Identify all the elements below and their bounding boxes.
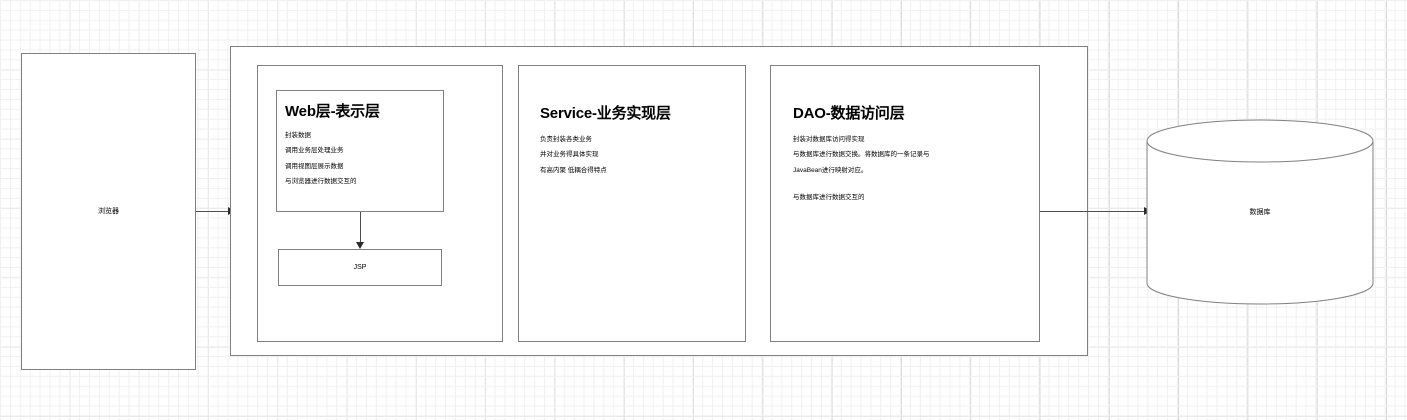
database-cylinder[interactable]: 数据库 — [1146, 119, 1374, 305]
browser-box[interactable]: 浏览器 — [21, 53, 196, 370]
dao-layer-heading: DAO-数据访问层 — [793, 105, 905, 122]
service-layer-line-1: 负责封装各类业务 — [540, 136, 592, 143]
dao-layer-content: DAO-数据访问层 封装对数据库访问得实现 与数据库进行数据交换。将数据库的一条… — [793, 102, 1021, 210]
dao-layer-line-3: JavaBean进行映射对应。 — [793, 166, 868, 174]
web-layer-line-1: 封装数据 — [285, 132, 311, 139]
web-layer-heading: Web层-表示层 — [285, 103, 380, 120]
service-layer-line-3: 有高内聚 低耦合得特点 — [540, 166, 607, 174]
service-layer-heading: Service-业务实现层 — [540, 105, 671, 122]
jsp-label: JSP — [353, 264, 367, 271]
jsp-box[interactable]: JSP — [278, 249, 442, 286]
connector-line — [360, 212, 361, 244]
browser-label: 浏览器 — [98, 207, 119, 215]
service-layer-content: Service-业务实现层 负责封装各类业务 并对业务得具体实现 有高内聚 低耦… — [540, 102, 733, 182]
web-layer-line-2: 调用业务层处理业务 — [285, 147, 344, 155]
layer-panel-service[interactable]: Service-业务实现层 负责封装各类业务 并对业务得具体实现 有高内聚 低耦… — [518, 65, 746, 342]
database-label: 数据库 — [1249, 209, 1271, 216]
web-layer-line-3: 调用视图层展示数据 — [285, 162, 344, 170]
web-layer-line-4: 与浏览器进行数据交互的 — [285, 178, 357, 186]
web-layer-title-box[interactable]: Web层-表示层 封装数据 调用业务层处理业务 调用视图层展示数据 与浏览器进行… — [276, 90, 444, 212]
service-layer-line-2: 并对业务得具体实现 — [540, 151, 599, 159]
dao-layer-line-4: 与数据库进行数据交互的 — [793, 194, 865, 202]
dao-layer-line-1: 封装对数据库访问得实现 — [793, 136, 865, 143]
database-icon — [1146, 119, 1374, 305]
arrow-down-icon — [356, 242, 364, 249]
dao-layer-line-2: 与数据库进行数据交换。将数据库的一条记录与 — [793, 151, 930, 159]
connector-line — [196, 211, 232, 212]
connector-line — [1040, 211, 1148, 212]
layer-panel-dao[interactable]: DAO-数据访问层 封装对数据库访问得实现 与数据库进行数据交换。将数据库的一条… — [770, 65, 1040, 342]
